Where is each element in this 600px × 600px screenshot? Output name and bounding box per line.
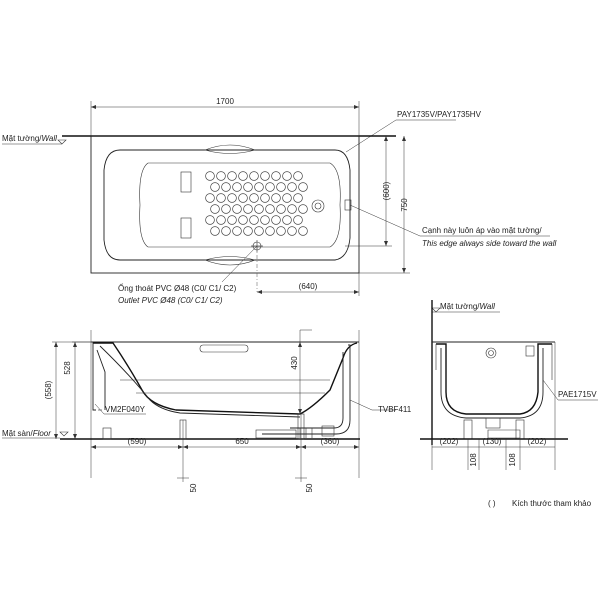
front-view: Mặt sàn/Floor (558) 528 430 VM2F040Y TVB xyxy=(2,329,412,492)
anti-slip-dot xyxy=(221,204,231,214)
anti-slip-dot xyxy=(205,215,215,225)
wall-label-top: Mặt tường/Wall xyxy=(2,134,57,143)
anti-slip-dot xyxy=(298,226,308,236)
anti-slip-dot xyxy=(210,182,220,192)
anti-slip-dot xyxy=(227,193,237,203)
anti-slip-dot xyxy=(216,215,226,225)
side-dim-5: (202) xyxy=(528,437,547,446)
anti-slip-dot xyxy=(254,226,264,236)
dim-outer-height: (558) xyxy=(44,380,53,399)
side-dim-3: (130) xyxy=(483,437,502,446)
dim-inner-depth-top: (600) xyxy=(382,181,391,200)
anti-slip-dot xyxy=(249,215,259,225)
anti-slip-dot xyxy=(205,193,215,203)
panel-label: PAE1715V xyxy=(558,390,597,399)
anti-slip-dot xyxy=(216,171,226,181)
dim-left: (590) xyxy=(128,437,147,446)
dim-mid: 650 xyxy=(235,437,249,446)
legend: ( ) Kích thước tham khảo xyxy=(488,499,592,508)
anti-slip-dot xyxy=(227,215,237,225)
leg-label: VM2F040Y xyxy=(105,405,146,414)
anti-slip-dot xyxy=(205,171,215,181)
dim-leg-right: 50 xyxy=(305,483,314,492)
anti-slip-dot xyxy=(298,182,308,192)
dim-outlet-offset: (640) xyxy=(299,282,318,291)
dim-right: (360) xyxy=(321,437,340,446)
anti-slip-dot xyxy=(287,182,297,192)
anti-slip-dot xyxy=(271,193,281,203)
anti-slip-dot xyxy=(276,226,286,236)
anti-slip-dot xyxy=(232,182,242,192)
anti-slip-dot xyxy=(282,171,292,181)
edge-note-vi: Cạnh này luôn áp vào mặt tường/ xyxy=(422,226,542,235)
anti-slip-dot xyxy=(265,182,275,192)
anti-slip-dot xyxy=(276,204,286,214)
wall-label-side: Mặt tường/Wall xyxy=(440,302,495,311)
top-view: 1700 PAY1735V/PAY1735HV Mặt tường/Wall xyxy=(2,97,557,305)
anti-slip-pattern xyxy=(205,171,308,236)
dim-leg-left: 50 xyxy=(189,483,198,492)
anti-slip-dot xyxy=(238,193,248,203)
edge-note-en: This edge always side toward the wall xyxy=(422,239,557,248)
anti-slip-dot xyxy=(260,215,270,225)
anti-slip-dot xyxy=(271,215,281,225)
anti-slip-dot xyxy=(210,226,220,236)
anti-slip-dot xyxy=(243,182,253,192)
anti-slip-dot xyxy=(298,204,308,214)
anti-slip-dot xyxy=(276,182,286,192)
anti-slip-dot xyxy=(221,226,231,236)
anti-slip-dot xyxy=(238,215,248,225)
anti-slip-dot xyxy=(254,204,264,214)
anti-slip-dot xyxy=(260,193,270,203)
anti-slip-dot xyxy=(260,171,270,181)
anti-slip-dot xyxy=(287,226,297,236)
model-label: PAY1735V/PAY1735HV xyxy=(397,110,482,119)
floor-label: Mặt sàn/Floor xyxy=(2,429,51,438)
anti-slip-dot xyxy=(293,215,303,225)
anti-slip-dot xyxy=(249,171,259,181)
side-dim-2: 108 xyxy=(469,453,478,467)
anti-slip-dot xyxy=(221,182,231,192)
side-view: Mặt tường/Wall PAE1715V (202) 108 xyxy=(420,300,598,470)
dim-length: 1700 xyxy=(216,97,234,106)
anti-slip-dot xyxy=(232,226,242,236)
anti-slip-dot xyxy=(287,204,297,214)
anti-slip-dot xyxy=(271,171,281,181)
anti-slip-dot xyxy=(243,204,253,214)
anti-slip-dot xyxy=(282,215,292,225)
dim-depth-top: 750 xyxy=(400,198,409,212)
anti-slip-dot xyxy=(265,226,275,236)
legend-note: Kích thước tham khảo xyxy=(512,499,592,508)
anti-slip-dot xyxy=(210,204,220,214)
legend-bracket: ( ) xyxy=(488,499,496,508)
outlet-note-vi: Ống thoát PVC Ø48 (C0/ C1/ C2) xyxy=(118,283,237,293)
anti-slip-dot xyxy=(282,193,292,203)
drain-label: TVBF411 xyxy=(378,405,412,414)
dim-height: 528 xyxy=(63,361,72,375)
outlet-note-en: Outlet PVC Ø48 (C0/ C1/ C2) xyxy=(118,296,223,305)
anti-slip-dot xyxy=(227,171,237,181)
anti-slip-dot xyxy=(243,226,253,236)
anti-slip-dot xyxy=(293,193,303,203)
anti-slip-dot xyxy=(232,204,242,214)
anti-slip-dot xyxy=(238,171,248,181)
side-dim-4: 108 xyxy=(508,453,517,467)
side-dim-1: (202) xyxy=(440,437,459,446)
dim-inner-depth-front: 430 xyxy=(290,356,299,370)
anti-slip-dot xyxy=(216,193,226,203)
anti-slip-dot xyxy=(265,204,275,214)
anti-slip-dot xyxy=(249,193,259,203)
anti-slip-dot xyxy=(254,182,264,192)
anti-slip-dot xyxy=(293,171,303,181)
